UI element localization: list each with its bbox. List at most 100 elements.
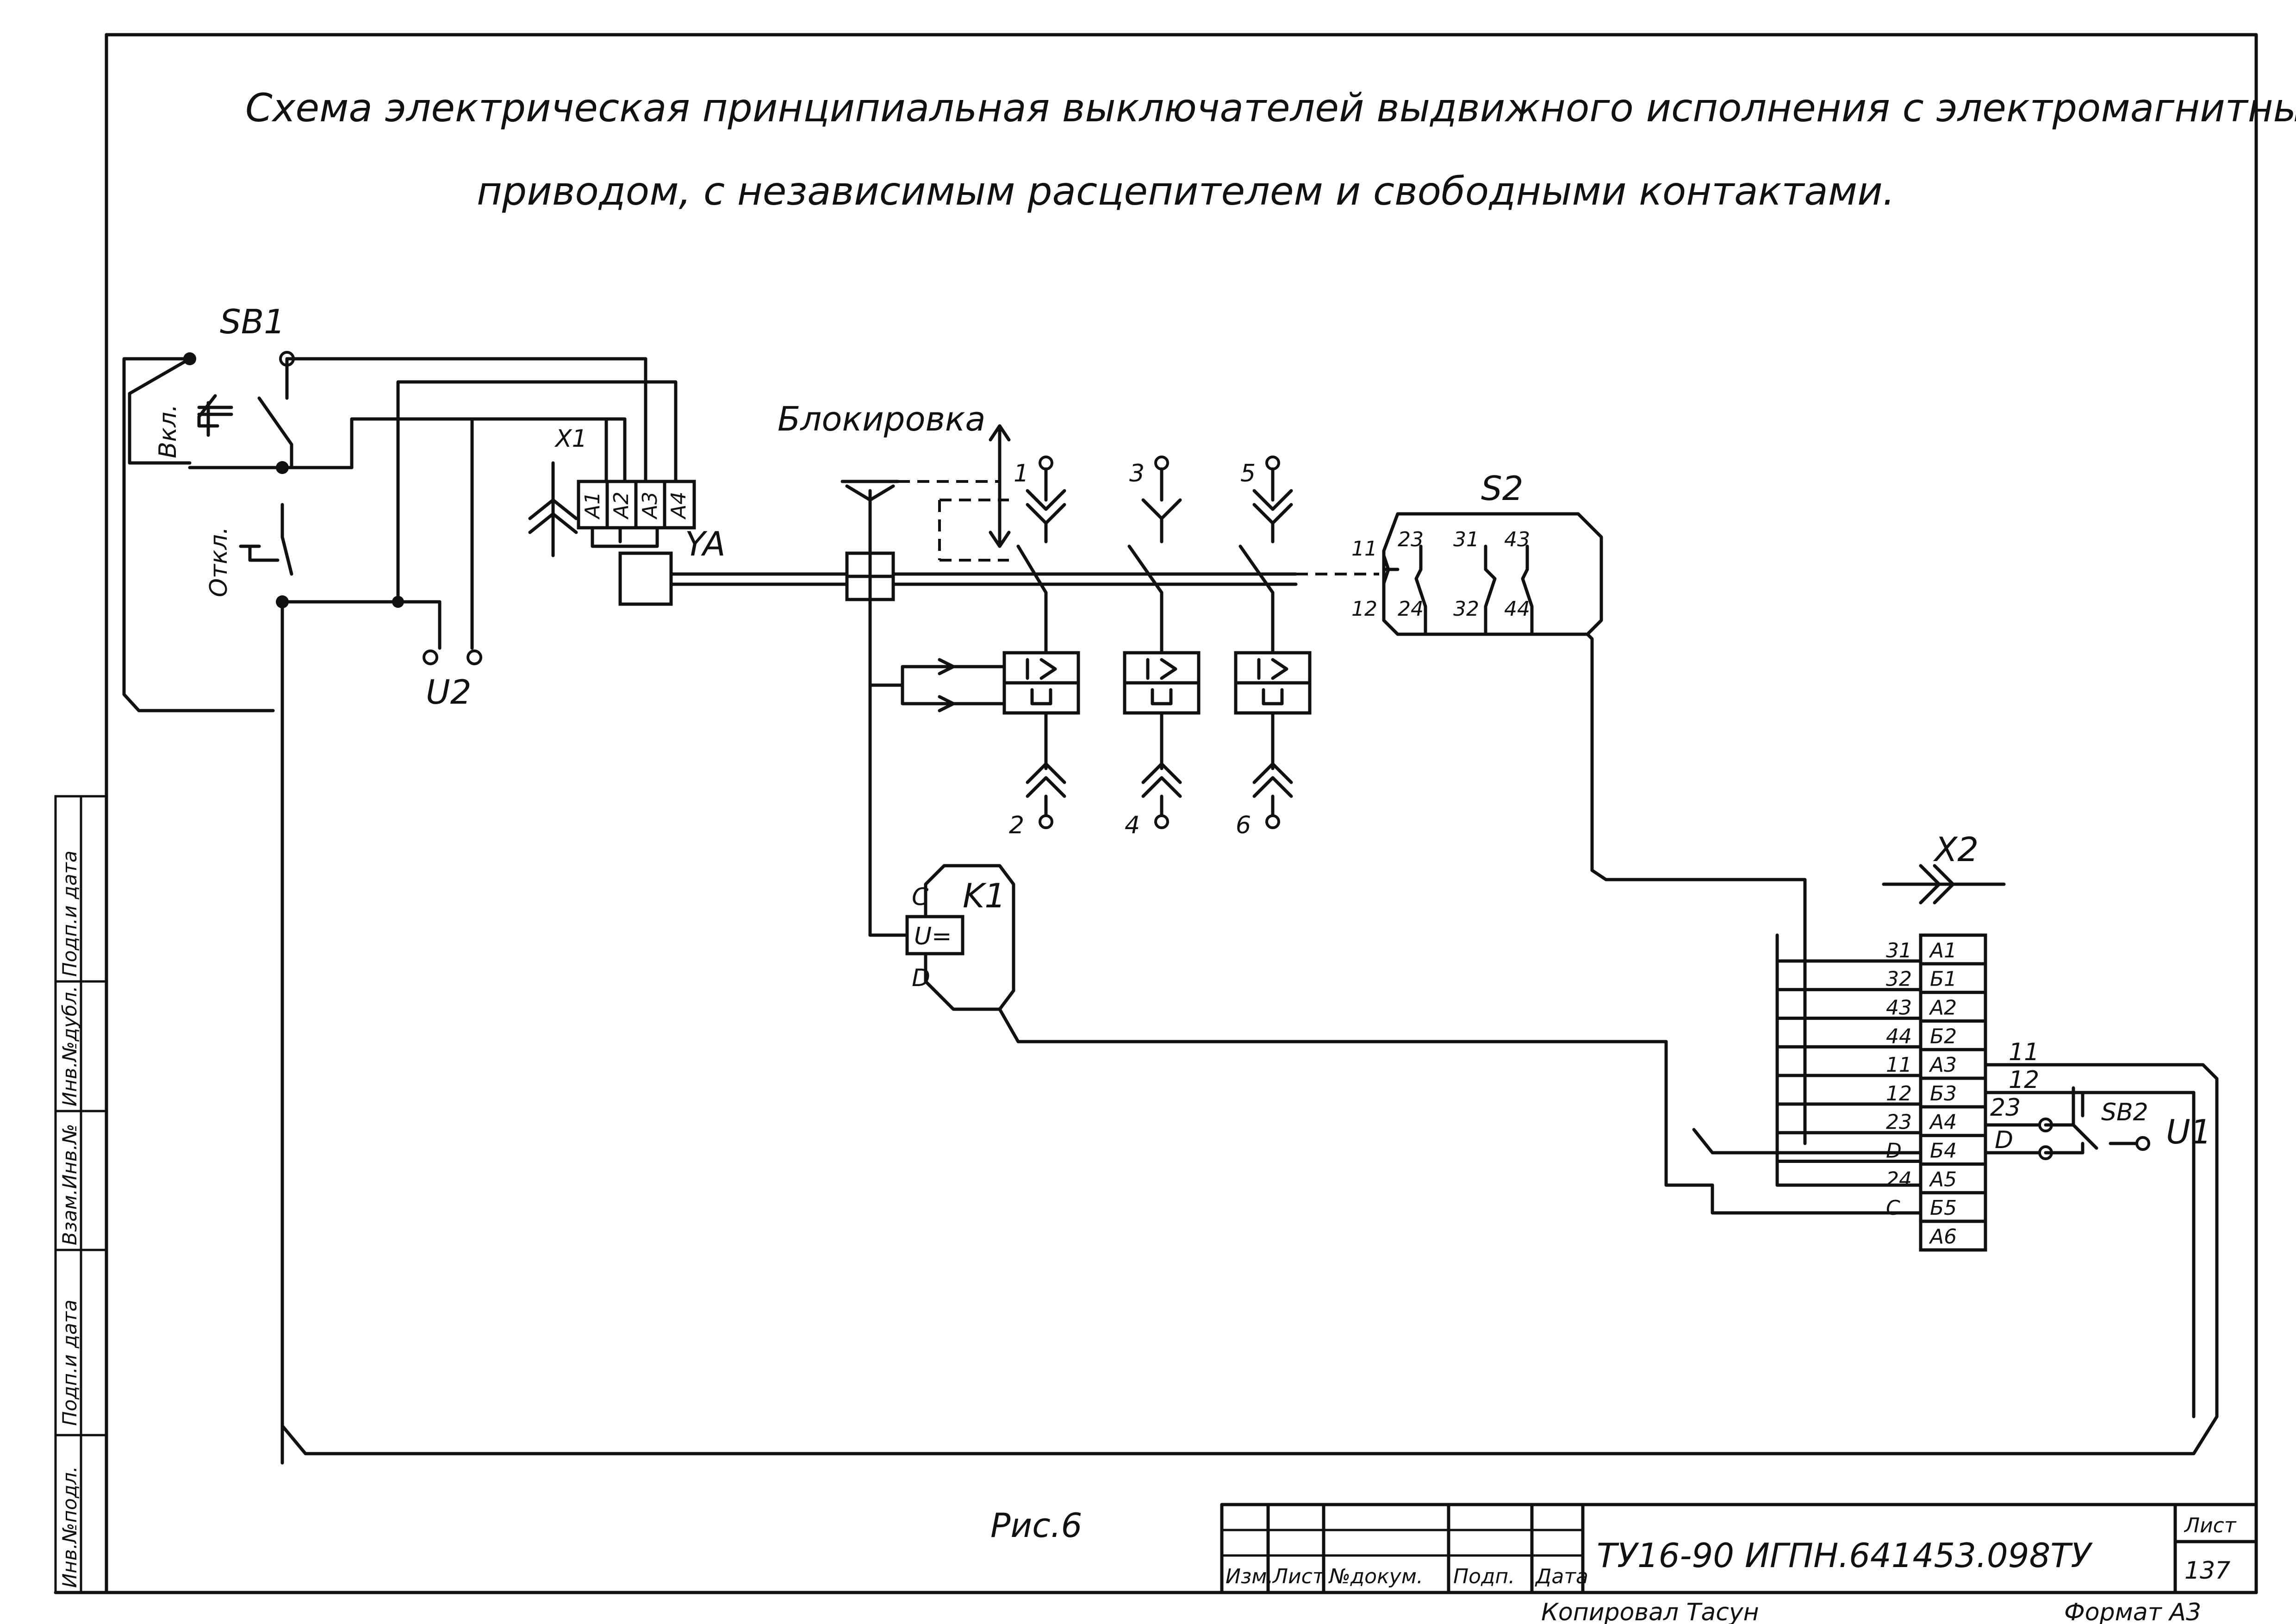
on-button-label: Вкл. — [154, 404, 182, 458]
side-stamp-inv-dubl: Инв.№дубл. — [58, 986, 81, 1106]
contact-4-label: 4 — [1125, 812, 1140, 839]
sb2-pushbutton-icon — [2067, 1086, 2098, 1150]
s2-contact-31-32-icon — [1484, 544, 1497, 636]
x2-wire-label: C — [1886, 1196, 1900, 1220]
x2-terminal-label: A1 — [1929, 939, 1957, 962]
release-2-icon — [1123, 651, 1201, 715]
tb-document-number: ТУ16-90 ИГПН.641453.098ТУ — [1597, 1536, 2093, 1575]
x2-wire-label: 43 — [1886, 996, 1912, 1019]
interlock-label: Блокировка — [778, 400, 986, 438]
side-stamp-vzam: Взам.Инв.№ — [58, 1124, 81, 1245]
title-line-2: приводом, с независимым расцепителем и с… — [477, 169, 1895, 214]
tb-sheet-number: 137 — [2184, 1557, 2230, 1585]
main-contact-1: 1 2 — [1009, 456, 1066, 839]
main-contact-3: 3 4 — [1125, 456, 1182, 839]
overcurrent-releases — [868, 598, 1312, 937]
x2-terminal-label: A6 — [1929, 1225, 1957, 1249]
tb-copied: Копировал Тасун — [1541, 1599, 1759, 1624]
u1-label: U1 — [2166, 1112, 2212, 1151]
s2-label: S2 — [1481, 469, 1524, 508]
x2-wire-label: 12 — [1886, 1082, 1912, 1106]
off-pushbutton-icon — [239, 544, 280, 562]
x2-terminal-label: Б3 — [1930, 1082, 1957, 1106]
side-stamp-podp-2: Подп.и дата — [58, 850, 81, 977]
side-stamp-podp-1: Подп.и дата — [58, 1299, 81, 1426]
release-3-icon — [1234, 651, 1312, 715]
ya-terminal-a1: A1 — [581, 492, 604, 520]
tb-header-data: Дата — [1535, 1565, 1588, 1588]
tb-header-podp: Подп. — [1453, 1565, 1515, 1588]
x2-terminal-label: A5 — [1929, 1168, 1957, 1191]
x1-label: X1 — [554, 425, 587, 453]
title-line-1: Схема электрическая принципиальная выклю… — [245, 85, 2296, 131]
s2-bottom-44: 44 — [1504, 597, 1530, 621]
x2-connector: X2 — [1882, 830, 2006, 1252]
contact-2-label: 2 — [1009, 812, 1024, 839]
x1-connector-icon: X1 — [528, 425, 587, 557]
k1-label: K1 — [963, 876, 1006, 915]
s2-top-31: 31 — [1453, 528, 1479, 551]
x2-wire-label: 24 — [1886, 1168, 1912, 1191]
s2-contact-43-44-icon — [1521, 544, 1534, 636]
control-wiring — [350, 357, 678, 665]
contact-5-label: 5 — [1240, 460, 1256, 487]
x2-terminal-label: Б1 — [1930, 968, 1957, 991]
side-stamp-inv-podl: Инв.№подл. — [58, 1466, 81, 1588]
x2-terminal-label: A4 — [1929, 1111, 1957, 1134]
x2-terminal-label: Б4 — [1930, 1139, 1957, 1163]
x2-wire-label: D — [1886, 1139, 1902, 1163]
x2-wire-label: 11 — [1886, 1053, 1912, 1077]
s2-top-23: 23 — [1398, 528, 1424, 551]
sb1-label: SB1 — [220, 302, 285, 341]
ya-terminal-a2: A2 — [610, 492, 633, 520]
s2-contact-11-12-icon — [1382, 554, 1400, 585]
ya-terminal-a3: A3 — [638, 492, 662, 520]
side-stamp: Инв.№подл. Подп.и дата Взам.Инв.№ Инв.№д… — [54, 795, 108, 1594]
k1-c-label: C — [912, 883, 929, 911]
s2-top-43: 43 — [1504, 528, 1530, 551]
tb-header-list: Лист — [1272, 1565, 1325, 1588]
contact-3-label: 3 — [1129, 460, 1145, 487]
s2-bottom-24: 24 — [1398, 597, 1424, 621]
s2-contact-23-24-icon — [1414, 544, 1427, 636]
x2-feed-wiring — [1664, 933, 1923, 1215]
main-contact-5: 5 6 — [1236, 456, 1293, 839]
right-wire-11: 11 — [2009, 1038, 2039, 1066]
right-wire-23: 23 — [1990, 1094, 2021, 1122]
tb-sheet-label: Лист — [2184, 1514, 2237, 1537]
u2-label: U2 — [426, 673, 472, 712]
mechanical-shaft — [669, 572, 1379, 586]
sb2-group: 11 12 23 D SB2 U1 — [280, 1038, 2219, 1455]
k1-shunt-release: U= C D K1 — [868, 864, 1668, 1043]
interlock-group: Блокировка — [778, 400, 1011, 601]
right-wire-d: D — [1995, 1126, 2013, 1154]
s2-top-11: 11 — [1351, 537, 1377, 561]
title-block: Изм. Лист №докум. Подп. Дата ТУ16-90 ИГП… — [1220, 1503, 2258, 1624]
x2-wire-label: 44 — [1886, 1024, 1912, 1048]
sb1-button-group: SB1 Вкл. Откл. — [122, 302, 647, 1465]
right-wire-12: 12 — [2009, 1066, 2039, 1094]
tb-header-dokum: №докум. — [1328, 1565, 1423, 1588]
contact-6-label: 6 — [1236, 812, 1251, 839]
ya-electromagnet: A1 A2 A3 A4 YA — [577, 480, 726, 606]
drawing-frame — [54, 33, 2258, 1594]
x2-wire-label: 32 — [1886, 968, 1912, 991]
x2-terminal-label: Б2 — [1930, 1024, 1957, 1048]
sb2-label: SB2 — [2101, 1099, 2148, 1126]
x2-wire-label: 31 — [1886, 939, 1912, 962]
on-pushbutton-icon — [197, 394, 233, 437]
tb-header-izm: Изм. — [1226, 1565, 1274, 1588]
k1-d-label: D — [912, 964, 930, 992]
main-contacts: 1 2 3 — [1009, 456, 1293, 839]
x2-label: X2 — [1933, 830, 1979, 869]
s2-aux-contacts: S2 11 23 31 43 12 24 32 44 — [1351, 469, 1807, 1145]
ya-label: YA — [685, 525, 726, 563]
tb-format: Формат А3 — [2064, 1599, 2201, 1624]
contact-1-label: 1 — [1014, 460, 1029, 487]
s2-bottom-32: 32 — [1453, 597, 1479, 621]
x2-terminal-label: Б5 — [1930, 1196, 1957, 1220]
x2-terminal-label: A3 — [1929, 1053, 1957, 1077]
ya-terminal-a4: A4 — [667, 492, 691, 520]
